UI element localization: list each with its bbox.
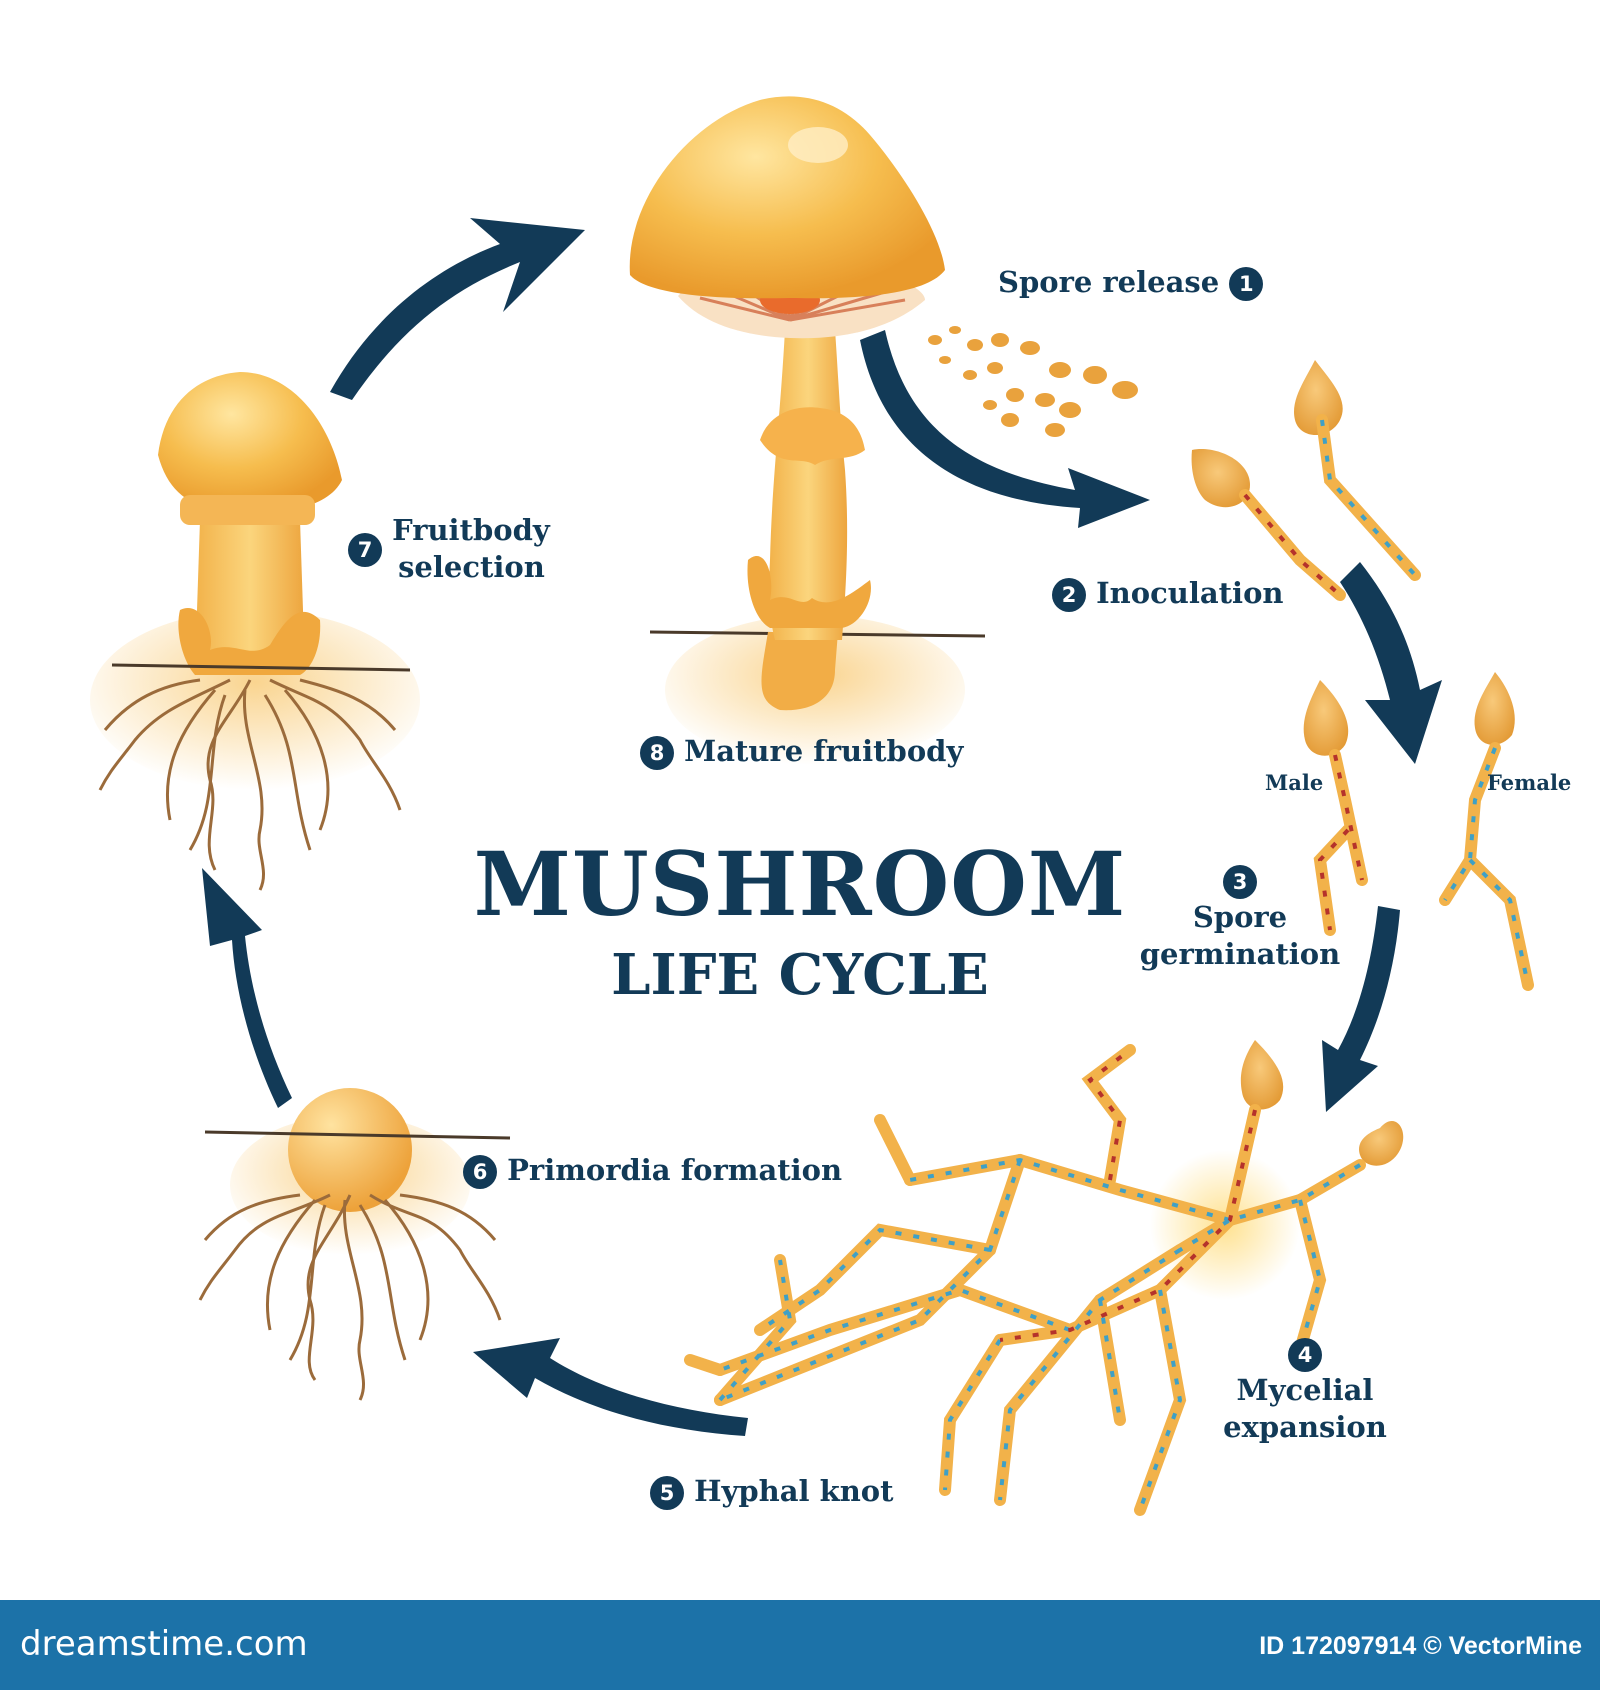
mycelium-network xyxy=(684,1040,1404,1516)
stage-1-label: Spore release 1 xyxy=(998,264,1264,301)
stage-8-badge: 8 xyxy=(640,736,674,770)
stage-5-text: Hyphal knot xyxy=(694,1474,894,1508)
stage-1-text: Spore release xyxy=(998,265,1220,299)
stage-3-text-line1: Spore xyxy=(1192,900,1288,934)
arrow-germination-to-mycelial xyxy=(1322,906,1400,1112)
arrow-hyphal-to-primordia xyxy=(473,1338,748,1436)
footer-site-name: dreamstime.com xyxy=(20,1624,308,1664)
diagram-subtitle: LIFE CYCLE xyxy=(611,942,989,1008)
stage-2-badge: 2 xyxy=(1052,578,1086,612)
primordia-illustration xyxy=(198,1088,511,1401)
stage-3-label: 3 Spore germination xyxy=(1130,862,1350,973)
female-label: Female xyxy=(1487,770,1572,795)
watermark-footer: dreamstime.com ID 172097914 © VectorMine xyxy=(0,1600,1600,1690)
mature-fruitbody-illustration xyxy=(629,96,986,765)
stage-3-text-line2: germination xyxy=(1139,937,1341,971)
stage-6-badge: 6 xyxy=(463,1155,497,1189)
stage-1-badge: 1 xyxy=(1229,267,1264,301)
inoculation-spores xyxy=(1191,360,1421,601)
diagram-title: MUSHROOM xyxy=(473,832,1127,936)
stage-4-text-line1: Mycelial xyxy=(1236,1373,1374,1407)
arrow-release-to-inoculation xyxy=(860,330,1150,528)
released-spores xyxy=(928,326,1138,437)
cycle-arrows xyxy=(202,218,1442,1436)
stage-5-label: 5 Hyphal knot xyxy=(650,1473,894,1510)
stage-2-label: 2 Inoculation xyxy=(1052,575,1284,612)
fruitbody-selection-illustration xyxy=(90,372,420,891)
stage-5-badge: 5 xyxy=(650,1476,684,1510)
arrow-inoculation-to-germination xyxy=(1340,562,1442,764)
germinating-spores xyxy=(1303,672,1534,991)
stage-2-text: Inoculation xyxy=(1096,576,1284,610)
arrow-primordia-to-fruitbody xyxy=(202,868,292,1108)
footer-image-id: ID 172097914 © VectorMine xyxy=(1259,1632,1582,1660)
stage-4-text-line2: expansion xyxy=(1223,1410,1387,1444)
stage-8-text: Mature fruitbody xyxy=(684,734,964,768)
stage-3-badge: 3 xyxy=(1223,865,1257,899)
male-label: Male xyxy=(1265,770,1324,795)
stage-6-text: Primordia formation xyxy=(507,1153,843,1187)
stage-8-label: 8 Mature fruitbody xyxy=(640,733,963,770)
stage-7-label: 7 Fruitbody selection xyxy=(348,512,550,586)
diagram-illustration xyxy=(90,96,1534,1516)
stage-4-label: 4 Mycelial expansion xyxy=(1195,1335,1415,1446)
stage-7-badge: 7 xyxy=(348,533,382,567)
stage-7-text-line1: Fruitbody xyxy=(392,513,550,547)
stage-6-label: 6 Primordia formation xyxy=(463,1152,842,1189)
arrow-fruitbody-to-mature xyxy=(330,218,585,400)
stage-4-badge: 4 xyxy=(1288,1338,1322,1372)
stage-7-text-line2: selection xyxy=(398,550,545,584)
